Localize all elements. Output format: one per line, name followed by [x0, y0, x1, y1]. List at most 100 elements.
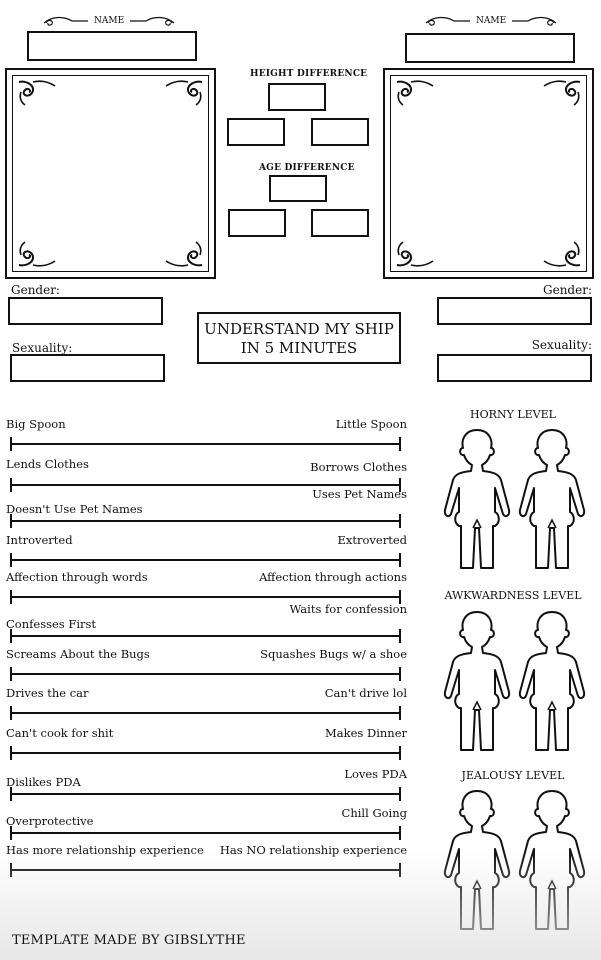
right-gender-field[interactable] [437, 297, 592, 325]
scale-slider[interactable] [10, 520, 401, 522]
person-outline-icon[interactable] [437, 606, 517, 760]
left-photo-inner-border [12, 75, 209, 272]
scale-end-tick [399, 553, 401, 567]
height-diff-main-field[interactable] [268, 83, 326, 111]
left-name-header: NAME [42, 14, 176, 28]
scale-left-label: Doesn't Use Pet Names [6, 502, 143, 516]
scale-right-label: Extroverted [337, 533, 407, 547]
flourish-left-icon [425, 16, 470, 26]
ornament-corner-icon [396, 241, 434, 267]
left-photo-frame[interactable] [5, 68, 216, 279]
right-photo-frame[interactable] [383, 68, 594, 279]
ornament-corner-icon [165, 80, 203, 106]
age-diff-right-field[interactable] [311, 209, 369, 237]
ornament-corner-icon [543, 241, 581, 267]
scale-end-tick [399, 590, 401, 604]
ornament-corner-icon [18, 80, 56, 106]
left-gender-label: Gender: [11, 283, 60, 297]
scale-right-label: Waits for confession [289, 602, 407, 616]
title-line-2: IN 5 MINUTES [240, 339, 358, 357]
right-sexuality-label: Sexuality: [531, 338, 592, 352]
scale-right-label: Chill Going [341, 806, 407, 820]
right-sexuality-field[interactable] [437, 354, 592, 382]
ornament-corner-icon [165, 241, 203, 267]
scale-slider[interactable] [10, 712, 401, 714]
scale-end-tick [10, 437, 12, 451]
scale-right-label: Uses Pet Names [312, 487, 407, 501]
right-gender-label: Gender: [543, 283, 592, 297]
scale-end-tick [399, 746, 401, 760]
footer-credit: TEMPLATE MADE BY GIBSLYTHE [12, 933, 246, 948]
flourish-right-icon [130, 16, 175, 26]
scale-left-label: Big Spoon [6, 417, 66, 431]
ornament-corner-icon [543, 80, 581, 106]
scale-end-tick [399, 826, 401, 840]
scale-left-label: Overprotective [6, 814, 94, 828]
scale-slider[interactable] [10, 559, 401, 561]
right-photo-inner-border [390, 75, 587, 272]
scale-right-label: Squashes Bugs w/ a shoe [260, 647, 407, 661]
scale-slider[interactable] [10, 484, 401, 486]
age-diff-left-field[interactable] [228, 209, 286, 237]
scale-end-tick [10, 590, 12, 604]
scale-right-label: Little Spoon [335, 417, 407, 431]
scale-end-tick [399, 629, 401, 643]
person-outline-icon[interactable] [437, 424, 517, 578]
scale-left-label: Screams About the Bugs [6, 647, 150, 661]
right-name-header: NAME [424, 14, 558, 28]
right-name-field[interactable] [405, 33, 575, 63]
scale-left-label: Affection through words [6, 570, 148, 584]
scale-right-label: Makes Dinner [325, 726, 407, 740]
left-gender-field[interactable] [8, 297, 163, 325]
age-difference-label: AGE DIFFERENCE [259, 163, 355, 173]
scale-end-tick [10, 746, 12, 760]
scale-slider[interactable] [10, 793, 401, 795]
scale-end-tick [399, 478, 401, 492]
height-diff-left-field[interactable] [227, 118, 285, 146]
scale-end-tick [10, 706, 12, 720]
scale-end-tick [399, 667, 401, 681]
scale-slider[interactable] [10, 752, 401, 754]
height-diff-right-field[interactable] [311, 118, 369, 146]
scale-slider[interactable] [10, 443, 401, 445]
scale-end-tick [399, 706, 401, 720]
scale-slider[interactable] [10, 635, 401, 637]
title-line-1: UNDERSTAND MY SHIP [204, 320, 394, 338]
scale-end-tick [10, 553, 12, 567]
scale-left-label: Introverted [6, 533, 73, 547]
scale-slider[interactable] [10, 832, 401, 834]
left-sexuality-label: Sexuality: [12, 341, 73, 355]
person-outline-icon[interactable] [512, 606, 592, 760]
scale-right-label: Loves PDA [344, 767, 407, 781]
scale-end-tick [399, 514, 401, 528]
person-outline-icon[interactable] [512, 424, 592, 578]
ornament-corner-icon [18, 241, 56, 267]
right-name-label: NAME [476, 16, 507, 26]
height-difference-label: HEIGHT DIFFERENCE [250, 69, 368, 79]
awkwardness-level-title: AWKWARDNESS LEVEL [444, 589, 582, 602]
scale-left-label: Drives the car [6, 686, 89, 700]
scale-left-label: Lends Clothes [6, 457, 89, 471]
flourish-right-icon [512, 16, 557, 26]
age-diff-main-field[interactable] [269, 175, 327, 202]
scale-end-tick [10, 478, 12, 492]
scale-left-label: Confesses First [6, 617, 97, 631]
left-name-field[interactable] [27, 31, 197, 61]
horny-level-title: HORNY LEVEL [470, 408, 556, 421]
scale-slider[interactable] [10, 673, 401, 675]
scale-end-tick [399, 437, 401, 451]
scale-right-label: Can't drive lol [324, 686, 407, 700]
scale-end-tick [399, 787, 401, 801]
scale-right-label: Affection through actions [259, 570, 407, 584]
bottom-shadow [0, 850, 601, 960]
scale-left-label: Dislikes PDA [6, 775, 81, 789]
left-name-label: NAME [94, 16, 125, 26]
scale-left-label: Can't cook for shit [6, 726, 114, 740]
left-sexuality-field[interactable] [10, 354, 165, 382]
ornament-corner-icon [396, 80, 434, 106]
scale-end-tick [10, 787, 12, 801]
jealousy-level-title: JEALOUSY LEVEL [461, 769, 565, 782]
scale-end-tick [10, 826, 12, 840]
scale-end-tick [10, 514, 12, 528]
scale-slider[interactable] [10, 596, 401, 598]
